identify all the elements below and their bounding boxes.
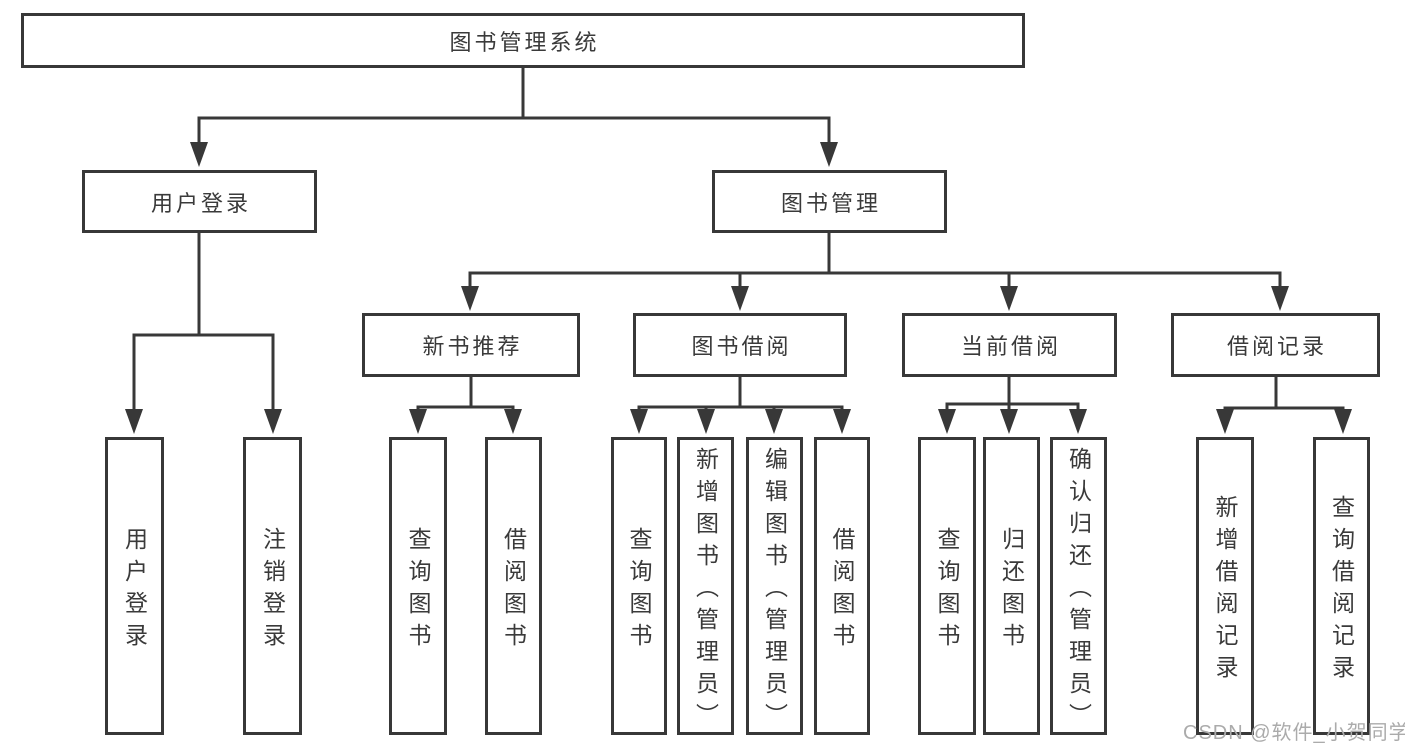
node-leaf-confirm-return-admin-label: 确认归还（管理员） bbox=[1065, 446, 1092, 735]
node-leaf-borrow-books-recommend-label: 借阅图书 bbox=[500, 526, 527, 655]
node-leaf-search-books-borrow-label: 查询图书 bbox=[626, 526, 652, 655]
node-leaf-add-borrow-record-label: 新增借阅记录 bbox=[1212, 494, 1238, 687]
node-leaf-borrow-books-recommend: 借阅图书 bbox=[485, 437, 542, 735]
node-leaf-search-books-recommend: 查询图书 bbox=[389, 437, 447, 735]
node-current-borrow-label: 当前借阅 bbox=[960, 334, 1061, 359]
node-leaf-return-books: 归还图书 bbox=[983, 437, 1040, 735]
node-leaf-search-books-recommend-label: 查询图书 bbox=[405, 526, 431, 655]
node-leaf-logout-label: 注销登录 bbox=[259, 526, 286, 655]
node-leaf-search-books-current: 查询图书 bbox=[918, 437, 976, 735]
node-user-login: 用户登录 bbox=[82, 170, 317, 233]
connector-root-to-level2 bbox=[190, 68, 838, 167]
node-leaf-confirm-return-admin: 确认归还（管理员） bbox=[1050, 437, 1107, 735]
node-leaf-search-books-borrow: 查询图书 bbox=[611, 437, 667, 735]
node-leaf-logout: 注销登录 bbox=[243, 437, 302, 735]
node-new-book-recommend: 新书推荐 bbox=[362, 313, 580, 377]
node-current-borrow: 当前借阅 bbox=[902, 313, 1117, 377]
node-book-management: 图书管理 bbox=[712, 170, 947, 233]
node-leaf-search-borrow-record: 查询借阅记录 bbox=[1313, 437, 1370, 735]
node-new-book-recommend-label: 新书推荐 bbox=[422, 334, 523, 359]
node-leaf-return-books-label: 归还图书 bbox=[998, 526, 1025, 655]
connector-login-to-leaves bbox=[125, 233, 282, 434]
node-leaf-user-login-label: 用户登录 bbox=[121, 526, 148, 655]
csdn-watermark: CSDN @软件_小贺同学 bbox=[1183, 722, 1405, 744]
node-leaf-add-books-admin-label: 新增图书（管理员） bbox=[692, 446, 719, 735]
connector-management-to-level3 bbox=[461, 233, 1289, 311]
node-book-borrow-label: 图书借阅 bbox=[691, 334, 792, 359]
node-leaf-borrow-books: 借阅图书 bbox=[814, 437, 870, 735]
node-root-label: 图书管理系统 bbox=[449, 29, 600, 55]
node-leaf-edit-books-admin: 编辑图书（管理员） bbox=[746, 437, 803, 735]
node-leaf-search-borrow-record-label: 查询借阅记录 bbox=[1328, 494, 1355, 687]
node-borrow-records-label: 借阅记录 bbox=[1226, 334, 1327, 359]
node-leaf-add-borrow-record: 新增借阅记录 bbox=[1196, 437, 1254, 735]
node-leaf-search-books-current-label: 查询图书 bbox=[934, 526, 960, 655]
connector-borrow-to-leaves bbox=[630, 377, 851, 434]
node-root: 图书管理系统 bbox=[21, 13, 1025, 68]
node-user-login-label: 用户登录 bbox=[150, 190, 251, 216]
node-leaf-borrow-books-label: 借阅图书 bbox=[829, 526, 855, 655]
node-book-borrow: 图书借阅 bbox=[633, 313, 847, 377]
node-book-management-label: 图书管理 bbox=[780, 190, 881, 216]
connector-recommend-to-leaves bbox=[409, 377, 522, 434]
connector-current-to-leaves bbox=[938, 377, 1087, 434]
node-leaf-user-login: 用户登录 bbox=[105, 437, 164, 735]
node-leaf-add-books-admin: 新增图书（管理员） bbox=[677, 437, 734, 735]
connector-records-to-leaves bbox=[1216, 377, 1352, 434]
node-borrow-records: 借阅记录 bbox=[1171, 313, 1380, 377]
node-leaf-edit-books-admin-label: 编辑图书（管理员） bbox=[761, 446, 788, 735]
